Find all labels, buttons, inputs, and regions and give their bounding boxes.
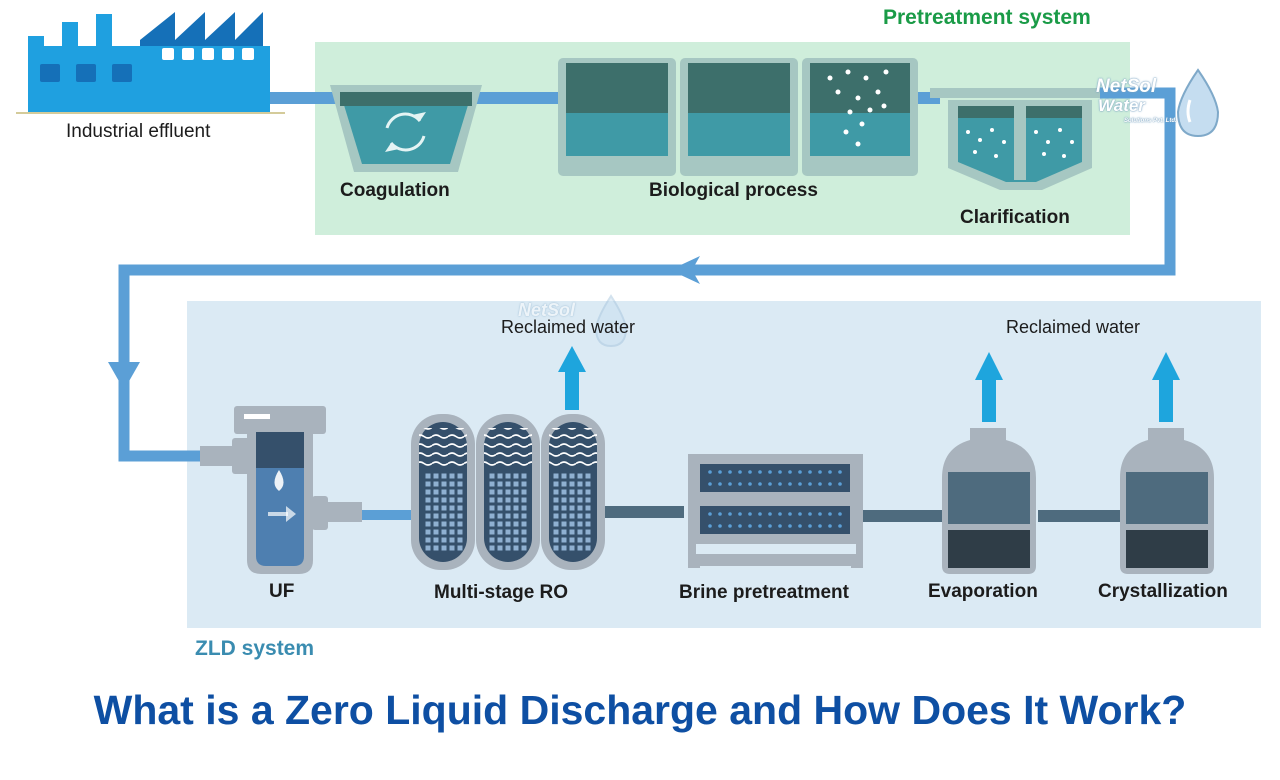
industrial-effluent-label: Industrial effluent xyxy=(66,121,211,142)
crystallization-vessel-icon xyxy=(1120,428,1214,574)
reclaimed-water-arrows xyxy=(558,346,1180,422)
netsol-watermark-brand-2: Water xyxy=(1098,96,1145,115)
evaporation-label: Evaporation xyxy=(928,581,1038,602)
coagulation-label: Coagulation xyxy=(340,180,450,201)
factory-icon xyxy=(16,12,285,114)
netsol-logo-drop-icon xyxy=(1176,68,1220,138)
netsol-watermark-tagline: Solutions Pvt. Ltd. xyxy=(1124,118,1177,124)
uf-unit-icon xyxy=(200,406,362,574)
faint-watermark-drop-icon xyxy=(594,294,628,348)
reclaimed-water-label-ro: Reclaimed water xyxy=(501,317,636,337)
multi-stage-ro-label: Multi-stage RO xyxy=(434,582,569,603)
multi-stage-ro-icon xyxy=(411,414,605,570)
clarification-tank-icon xyxy=(930,88,1100,190)
pretreatment-system-label: Pretreatment system xyxy=(883,6,1091,29)
netsol-faint-watermark: NetSol xyxy=(518,300,576,320)
brine-pretreatment-icon xyxy=(688,454,863,568)
return-pipe xyxy=(108,87,1176,462)
biological-process-tanks-icon xyxy=(558,58,918,176)
page-title: What is a Zero Liquid Discharge and How … xyxy=(93,687,1187,733)
netsol-watermark-brand: NetSol xyxy=(1096,76,1157,97)
zld-system-label: ZLD system xyxy=(195,637,315,660)
evaporation-vessel-icon xyxy=(942,428,1036,574)
uf-label: UF xyxy=(269,581,295,602)
coagulation-tank-icon xyxy=(330,85,482,172)
brine-pretreatment-label: Brine pretreatment xyxy=(679,582,849,603)
clarification-label: Clarification xyxy=(960,207,1070,228)
reclaimed-water-label-evap: Reclaimed water xyxy=(1006,317,1141,337)
biological-process-label: Biological process xyxy=(649,180,818,201)
crystallization-label: Crystallization xyxy=(1098,581,1228,602)
zld-pipes xyxy=(360,506,1120,522)
